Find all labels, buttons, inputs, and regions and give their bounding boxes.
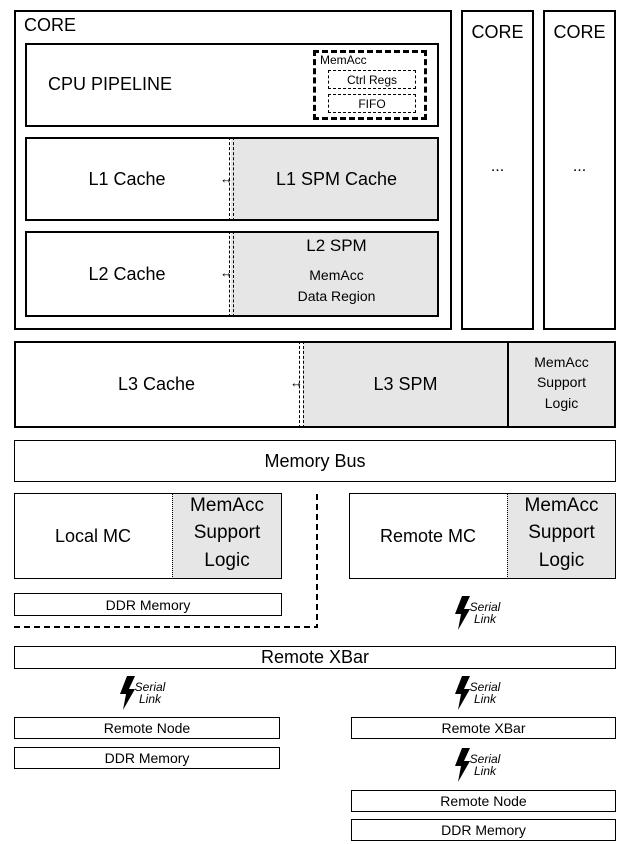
l2-region-line2: Data Region <box>297 288 376 304</box>
l1-spm-label: L1 SPM Cache <box>275 168 398 189</box>
right-remote-node-label: Remote Node <box>440 793 527 809</box>
right-remote-xbar: Remote XBar <box>351 717 616 739</box>
memory-bus-label: Memory Bus <box>264 450 366 471</box>
l3-support-line2: Support <box>536 374 587 390</box>
l2-cache-label: L2 Cache <box>88 263 166 284</box>
local-mc-support <box>172 493 282 579</box>
local-ddr-label: DDR Memory <box>105 596 191 613</box>
remote-mc-label: Remote MC <box>379 525 477 546</box>
l3-spm-label: L3 SPM <box>373 374 438 394</box>
left-remote-node-label: Remote Node <box>103 720 191 736</box>
serial-link-label-1: Serial Link <box>468 601 502 625</box>
l2-double-arrow-icon: ↔ <box>220 265 233 280</box>
serial-link-label-4: Serial Link <box>468 753 502 777</box>
l3-support-line1: MemAcc <box>534 354 589 370</box>
local-mc-support-line2: Support <box>193 522 261 543</box>
serial-link-line1: Serial <box>469 680 501 694</box>
cpu-pipeline-label: CPU PIPELINE <box>48 74 173 94</box>
lightning-bolt-icon <box>455 596 470 630</box>
serial-link-line1: Serial <box>134 680 166 694</box>
serial-link-label-2: Serial Link <box>133 681 167 705</box>
local-mc-support-line3: Logic <box>204 550 250 571</box>
remote-mc-support-line3: Logic <box>538 550 585 571</box>
remote-mc-support-line1: MemAcc <box>524 495 599 516</box>
lightning-bolt-icon <box>455 748 470 782</box>
serial-link-label-3: Serial Link <box>468 681 502 705</box>
fifo-label: FIFO <box>358 96 386 111</box>
remote-xbar-main-label: Remote XBar <box>260 647 370 667</box>
local-mc-label: Local MC <box>54 525 132 546</box>
remote-mc-support-line2: Support <box>528 522 595 543</box>
l3-support-region <box>507 341 616 428</box>
serial-link-line2: Link <box>473 692 496 706</box>
l3-divider <box>299 341 304 428</box>
serial-link-line2: Link <box>473 764 496 778</box>
right-remote-node: Remote Node <box>351 790 616 812</box>
core-2 <box>461 10 534 330</box>
lightning-bolt-icon <box>120 676 135 710</box>
local-ddr-memory: DDR Memory <box>14 593 282 616</box>
left-remote-node: Remote Node <box>14 717 280 739</box>
remote-mc-support <box>507 493 616 579</box>
remote-xbar-main: Remote XBar <box>14 646 616 669</box>
core-main-title: CORE <box>24 15 77 35</box>
l2-spm-label: L2 SPM <box>306 236 367 255</box>
serial-link-line1: Serial <box>469 752 501 766</box>
l2-divider <box>229 231 234 317</box>
fifo-box: FIFO <box>328 94 416 113</box>
left-ddr-label: DDR Memory <box>104 750 190 766</box>
serial-link-line2: Link <box>473 612 496 626</box>
local-mc-support-line1: MemAcc <box>190 495 264 516</box>
l2-spm-region <box>231 231 439 317</box>
memacc-block-label: MemAcc <box>320 53 367 67</box>
l3-cache-label: L3 Cache <box>117 374 196 394</box>
l1-divider <box>229 137 234 221</box>
serial-link-line2: Link <box>138 692 161 706</box>
core-3-title: CORE <box>553 22 606 42</box>
core-2-ellipsis: ... <box>490 158 505 175</box>
right-ddr-memory: DDR Memory <box>351 819 616 841</box>
core-3-ellipsis: ... <box>572 158 587 175</box>
core-2-title: CORE <box>471 22 524 42</box>
l1-spm-region <box>231 137 439 221</box>
lightning-bolt-icon <box>455 676 470 710</box>
core-3 <box>543 10 616 330</box>
ctrl-regs-label: Ctrl Regs <box>346 72 397 87</box>
serial-link-line1: Serial <box>469 600 501 614</box>
l3-support-line3: Logic <box>544 395 579 411</box>
l1-double-arrow-icon: ↔ <box>220 171 233 186</box>
right-ddr-label: DDR Memory <box>441 822 526 838</box>
l2-region-line1: MemAcc <box>309 267 364 283</box>
l3-double-arrow-icon: ↔ <box>290 375 303 390</box>
right-remote-xbar-label: Remote XBar <box>441 720 526 736</box>
memory-bus: Memory Bus <box>14 440 616 482</box>
l1-cache-label: L1 Cache <box>88 168 166 189</box>
ctrl-regs-box: Ctrl Regs <box>328 70 416 89</box>
left-ddr-memory: DDR Memory <box>14 747 280 769</box>
